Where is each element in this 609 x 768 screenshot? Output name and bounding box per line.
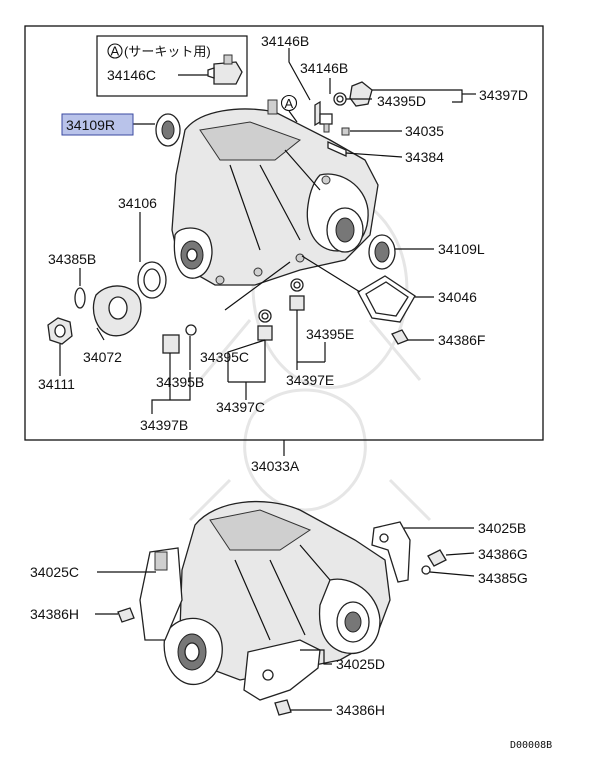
label-34146B: 34146B xyxy=(300,60,348,76)
label-34033A: 34033A xyxy=(251,458,300,474)
diagram-code: D00008B xyxy=(510,740,552,751)
label-34109R: 34109R xyxy=(66,117,115,133)
svg-text:A: A xyxy=(285,96,294,111)
label-34384: 34384 xyxy=(405,149,444,165)
inset-title: (サーキット用) xyxy=(124,44,211,59)
label-34395C: 34395C xyxy=(200,349,249,365)
label-34395D: 34395D xyxy=(377,93,426,109)
label-34072: 34072 xyxy=(83,349,122,365)
inset-circle-letter: A xyxy=(111,44,120,59)
label-34386G: 34386G xyxy=(478,546,528,562)
label-34397B: 34397B xyxy=(140,417,188,433)
label-34395B: 34395B xyxy=(156,374,204,390)
label-34385B: 34385B xyxy=(48,251,96,267)
label-34386F: 34386F xyxy=(438,332,485,348)
label-34106: 34106 xyxy=(118,195,157,211)
oil-seals xyxy=(137,113,396,299)
label-34395E: 34395E xyxy=(306,326,354,342)
circuit-inset: A (サーキット用) 34146C xyxy=(96,35,248,97)
label-34386H-bottom: 34386H xyxy=(336,702,385,718)
label-34146B-top: 34146B xyxy=(261,33,309,49)
leader-lines-lower xyxy=(95,527,475,711)
cover-plate xyxy=(357,275,416,345)
marker-a: A xyxy=(280,94,298,123)
label-34397E: 34397E xyxy=(286,372,334,388)
drain-plug-group xyxy=(314,81,373,158)
label-34109L: 34109L xyxy=(438,241,485,257)
label-34025C: 34025C xyxy=(30,564,79,580)
label-34046: 34046 xyxy=(438,289,477,305)
differential-housing-upper xyxy=(171,99,379,286)
label-34035: 34035 xyxy=(405,123,444,139)
part-labels: 34146B 34146B 34395D 34397D 34035 34384 … xyxy=(30,33,528,718)
label-34111: 34111 xyxy=(38,376,75,392)
label-34025D: 34025D xyxy=(336,656,385,672)
differential-assembly-lower xyxy=(117,500,447,716)
lower-plugs xyxy=(162,278,305,354)
companion-flange-group xyxy=(47,285,142,345)
highlight-34109R xyxy=(61,113,134,136)
label-34146C: 34146C xyxy=(107,67,156,83)
label-34397C: 34397C xyxy=(216,399,265,415)
leader-lines-upper xyxy=(59,48,476,456)
label-34385G: 34385G xyxy=(478,570,528,586)
label-34025B: 34025B xyxy=(478,520,526,536)
label-34397D: 34397D xyxy=(479,87,528,103)
label-34386H-left: 34386H xyxy=(30,606,79,622)
